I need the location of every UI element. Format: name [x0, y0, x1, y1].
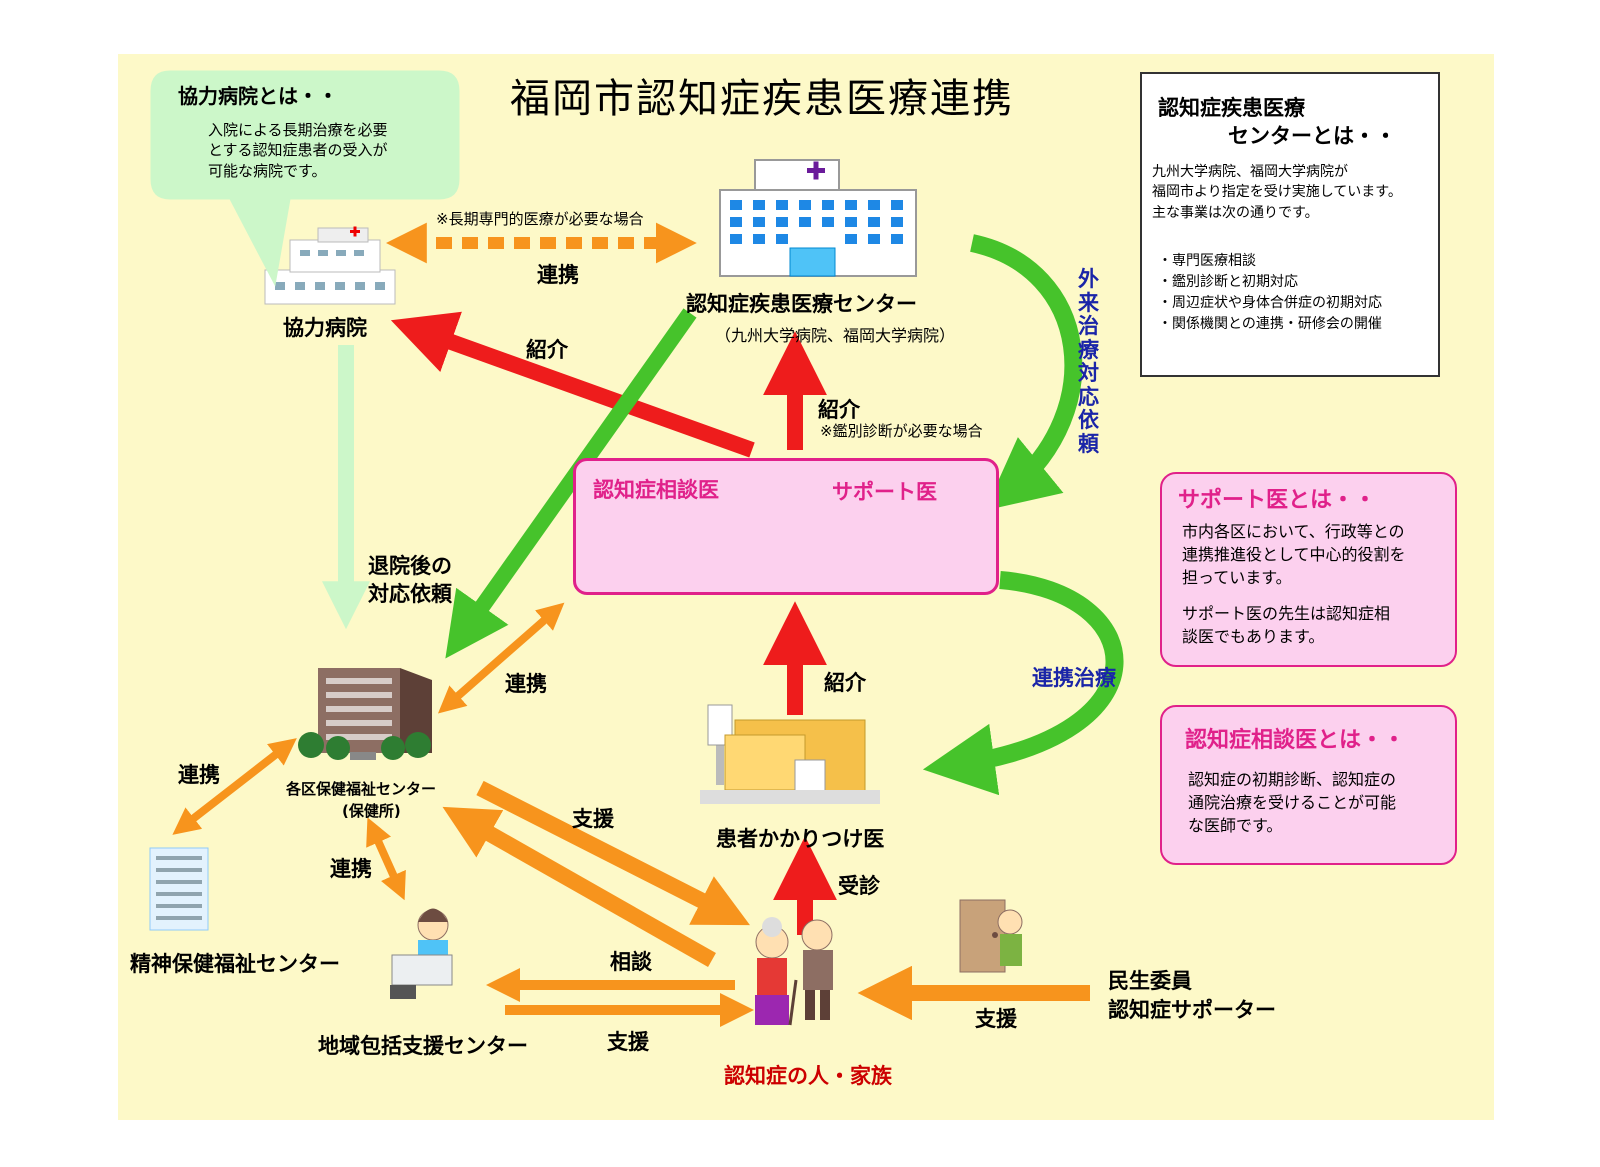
- support-callout-body-2: サポート医の先生は認知症相 談医でもあります。: [1182, 604, 1391, 647]
- renkei-top-note: ※長期専門的医療が必要な場合: [436, 210, 644, 228]
- arrow-renkei-lower: [366, 817, 406, 901]
- page-title: 福岡市認知症疾患医療連携: [510, 76, 1014, 122]
- seishin-building-icon: [149, 847, 209, 931]
- kyoryoku-callout-heading: 協力病院とは・・: [178, 84, 338, 108]
- elderly-couple-icon: [755, 917, 833, 1026]
- renkei-lower-label: 連携: [330, 857, 372, 881]
- support-callout-body-1: 市内各区において、行政等との 連携推進役として中心的役割を 担っています。: [1182, 522, 1406, 588]
- center-info-item: ・周辺症状や身体合併症の初期対応: [1158, 295, 1382, 311]
- kakaritsuke-label: 患者かかりつけ医: [716, 827, 885, 851]
- center-info-box: [1140, 72, 1440, 377]
- arrow-soudan-diag: [442, 806, 716, 967]
- shokai-center-note: ※鑑別診断が必要な場合: [820, 422, 983, 440]
- seishin-label: 精神保健福祉センター: [130, 952, 340, 976]
- shien-right-label: 支援: [975, 1007, 1017, 1031]
- center-hospital-icon: [719, 159, 917, 277]
- renkei-top-label: 連携: [537, 263, 579, 287]
- doctors-box: [573, 458, 999, 595]
- arrow-renkei-mid: [437, 602, 565, 714]
- center-info-item: ・専門医療相談: [1158, 253, 1256, 269]
- minsei-label-1: 民生委員: [1108, 969, 1192, 993]
- arrow-renkei-left: [172, 738, 297, 835]
- center-sub-label: （九州大学病院、福岡大学病院）: [715, 326, 956, 345]
- support-callout-heading: サポート医とは・・: [1178, 488, 1377, 513]
- shien-bottom-label: 支援: [607, 1030, 649, 1054]
- taiin-label: 退院後の 対応依頼: [368, 554, 452, 607]
- kyoryoku-hospital-icon: [264, 226, 396, 305]
- patient-label: 認知症の人・家族: [724, 1064, 892, 1088]
- hoken-label: 各区保健福祉センター: [286, 780, 437, 798]
- door-visitor-icon: [959, 899, 1023, 973]
- arrow-shokai-left: [390, 311, 755, 458]
- kyoryoku-callout-body: 入院による長期治療を必要 とする認知症患者の受入が 可能な病院です。: [208, 121, 388, 180]
- hoken-building-icon: [298, 668, 432, 760]
- shokai-center-label: 紹介: [818, 398, 860, 422]
- receptionist-icon: [390, 908, 453, 999]
- support-callout-box: [1160, 472, 1457, 667]
- chiiki-label: 地域包括支援センター: [318, 1034, 528, 1058]
- renkei-mid-label: 連携: [505, 672, 547, 696]
- kyoryoku-callout-shape: [150, 70, 460, 287]
- minsei-label-2: 認知症サポーター: [1108, 998, 1276, 1022]
- soudan-label: 相談: [610, 950, 652, 974]
- center-label: 認知症疾患医療センター: [686, 292, 917, 316]
- center-info-item: ・鑑別診断と初期対応: [1158, 274, 1298, 290]
- renkei-chiryo-label: 連携治療: [1032, 666, 1116, 690]
- center-info-item: ・関係機関との連携・研修会の開催: [1158, 316, 1382, 332]
- shokai-lower-label: 紹介: [824, 671, 866, 695]
- shien-diag-label: 支援: [572, 807, 614, 831]
- arrow-gairai: [969, 234, 1083, 511]
- support-doctor-label: サポート医: [832, 480, 937, 504]
- soudan-doctor-label: 認知症相談医: [593, 478, 719, 502]
- shokai-left-label: 紹介: [526, 338, 568, 362]
- clinic-icon: [700, 704, 880, 804]
- hoken-sub-label: (保健所): [342, 802, 401, 820]
- soudan-callout-box: [1160, 705, 1457, 865]
- gairai-label: 外来治療対応依頼: [1078, 267, 1099, 456]
- jushin-label: 受診: [838, 874, 880, 898]
- center-info-heading-2: センターとは・・: [1228, 124, 1396, 148]
- center-info-heading-1: 認知症疾患医療: [1158, 96, 1305, 120]
- renkei-left-label: 連携: [178, 763, 220, 787]
- soudan-callout-heading: 認知症相談医とは・・: [1185, 728, 1406, 753]
- arrow-shien-diag: [476, 780, 750, 926]
- kyoryoku-label: 協力病院: [283, 316, 367, 340]
- center-info-body: 九州大学病院、福岡大学病院が 福岡市より指定を受け実施しています。 主な事業は次…: [1152, 164, 1402, 221]
- arrow-renkei-chiryo: [922, 571, 1124, 796]
- soudan-callout-body: 認知症の初期診断、認知症の 通院治療を受けることが可能 な医師です。: [1188, 770, 1397, 836]
